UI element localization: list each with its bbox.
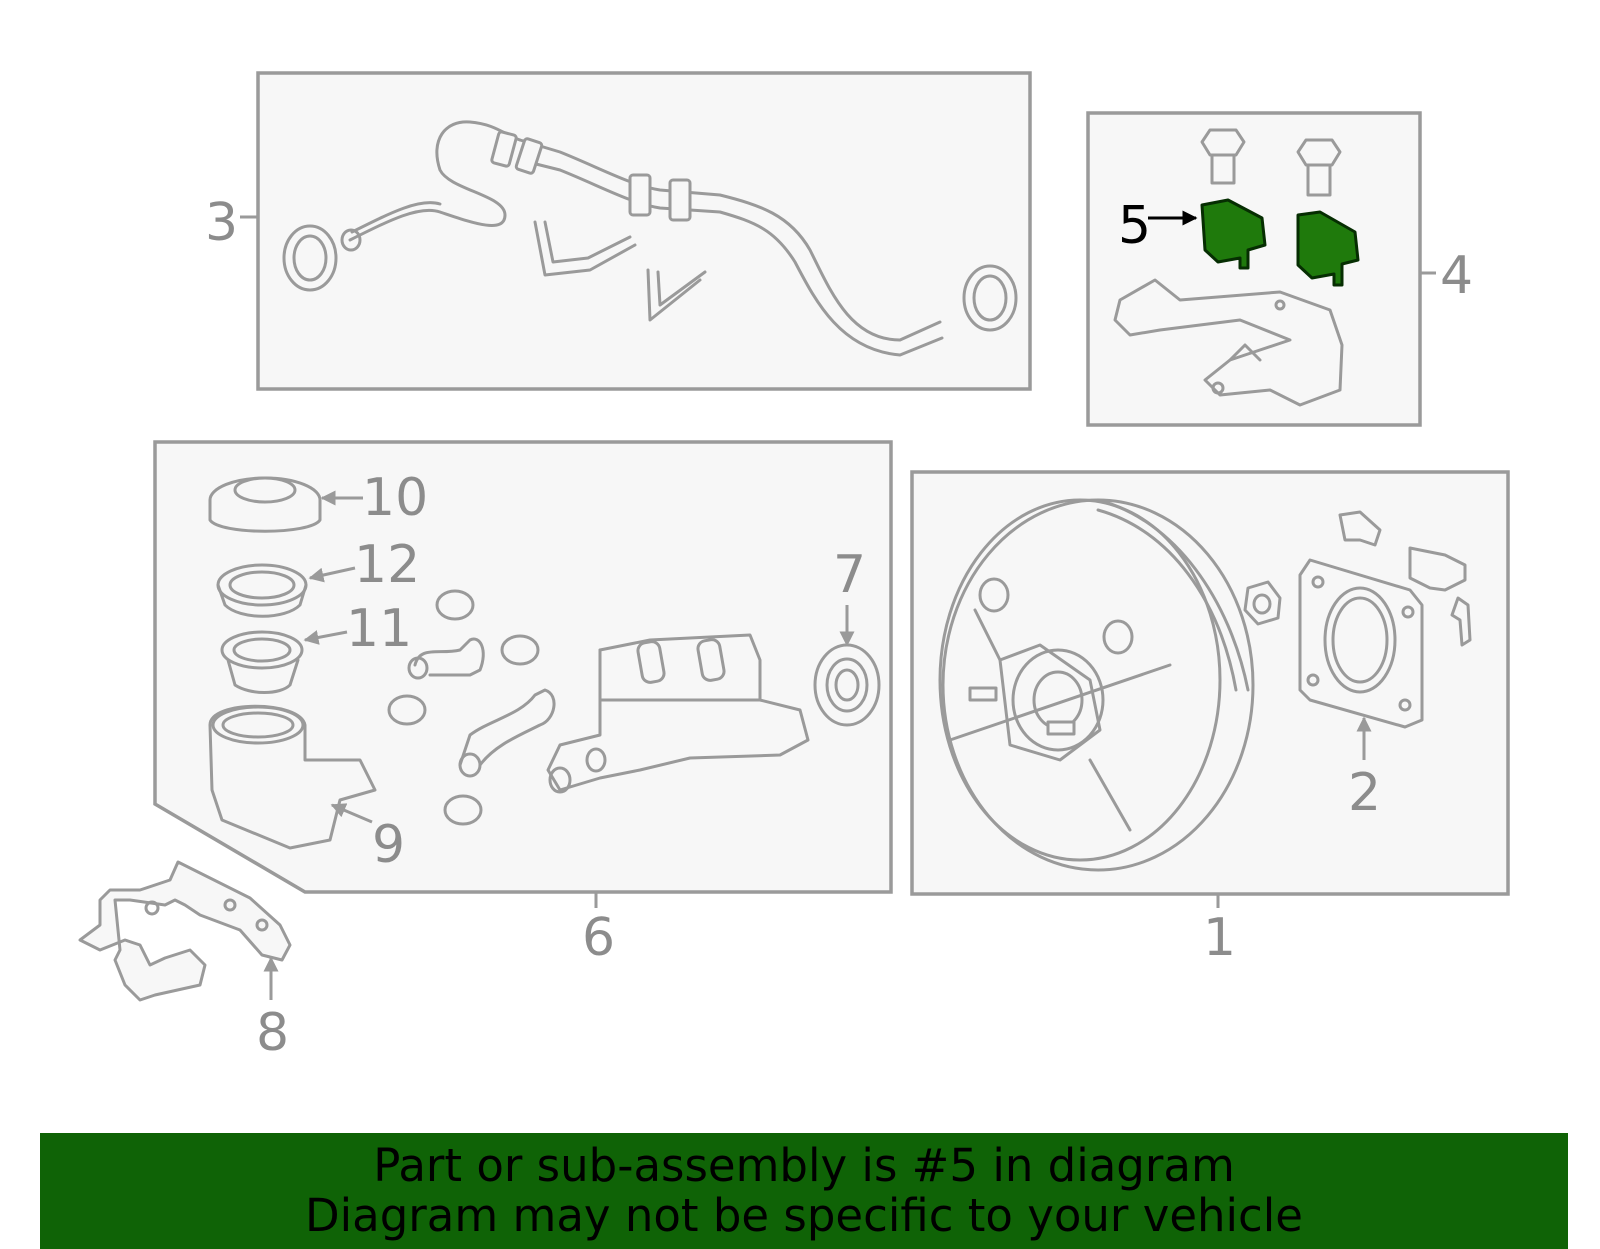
callout-5[interactable]: 5 [1118, 196, 1151, 256]
master-cylinder-box [153, 440, 893, 894]
bracket-box [1086, 111, 1422, 427]
callout-3[interactable]: 3 [205, 193, 238, 253]
callout-7[interactable]: 7 [833, 545, 866, 605]
callout-9[interactable]: 9 [372, 815, 405, 875]
callout-2[interactable]: 2 [1348, 763, 1381, 823]
callout-10[interactable]: 10 [362, 468, 428, 528]
brake-booster-box [910, 470, 1510, 896]
callout-12[interactable]: 12 [354, 535, 420, 595]
banner-line-1: Part or sub-assembly is #5 in diagram [373, 1139, 1235, 1192]
banner-background [40, 1133, 1568, 1249]
callout-labels: 3 4 5 10 12 11 7 9 6 8 1 2 [205, 193, 1473, 1063]
leader-lines [240, 210, 1436, 1000]
callout-1[interactable]: 1 [1203, 908, 1236, 968]
hose-assembly-box [256, 71, 1032, 391]
part-5-sensor[interactable] [1200, 198, 1360, 287]
part-8-bracket [78, 860, 292, 1002]
callout-8[interactable]: 8 [256, 1003, 289, 1063]
callout-11[interactable]: 11 [346, 599, 412, 659]
callout-6[interactable]: 6 [582, 908, 615, 968]
callout-4[interactable]: 4 [1440, 246, 1473, 306]
info-banner: Part or sub-assembly is #5 in diagram Di… [40, 1133, 1568, 1249]
banner-line-2: Diagram may not be specific to your vehi… [305, 1189, 1303, 1242]
